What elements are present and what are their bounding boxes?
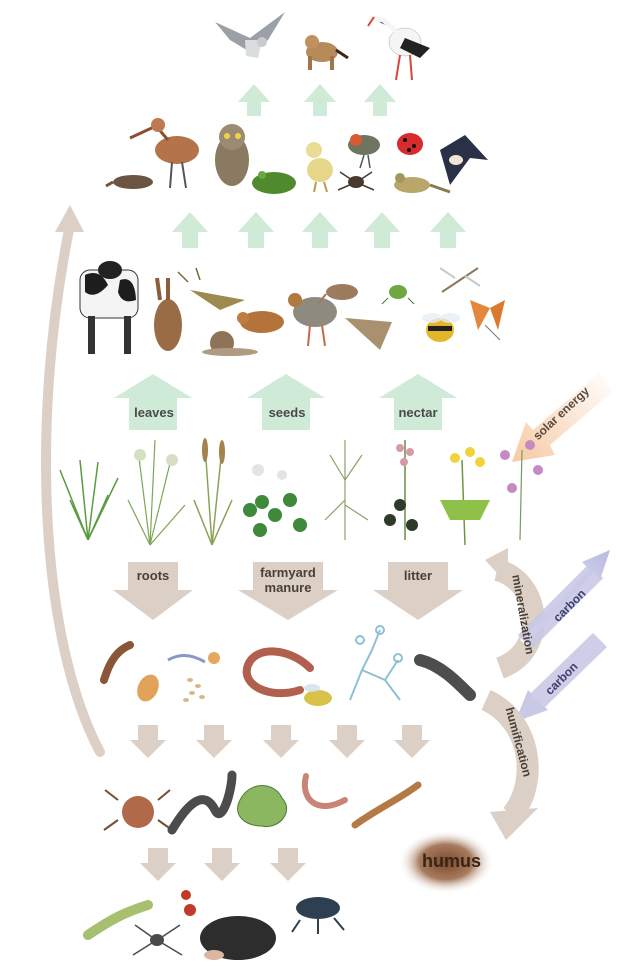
eggs-icon [183, 678, 205, 702]
big-green-arrows [114, 374, 457, 430]
roots-label: roots [131, 568, 175, 583]
shrew-icon [106, 175, 153, 189]
mite-icon [104, 790, 172, 830]
centipede-icon [355, 785, 418, 825]
ant-icon [181, 890, 196, 916]
wagtail-icon [394, 173, 450, 193]
earthworm-icon [247, 651, 310, 693]
soil-predators [88, 890, 344, 960]
aphid-icon [382, 285, 414, 304]
litter-label: litter [395, 568, 441, 583]
nectar-arrow [379, 374, 457, 430]
pot-worm-icon [305, 776, 345, 806]
chick-icon [306, 142, 333, 192]
millipede-icon [104, 645, 130, 680]
worm-icon [172, 775, 232, 830]
moth-icon [345, 318, 392, 350]
secondary-consumers [106, 118, 488, 194]
grass-icon [60, 460, 118, 540]
amoeba-icon [238, 786, 287, 827]
owl-icon [215, 124, 249, 186]
campion-icon [384, 440, 418, 540]
partridge-icon [288, 293, 337, 346]
shepherds-purse-icon [325, 440, 368, 540]
springtail-icon [133, 671, 163, 705]
protozoa-icon [208, 652, 220, 664]
stoat-icon [305, 35, 348, 70]
brown-arrows-row-2 [140, 848, 306, 881]
nematode-icon [168, 655, 205, 662]
hare-icon [154, 278, 182, 351]
manure-label: manure [258, 580, 318, 595]
centipede-green-icon [88, 905, 148, 935]
harrier-hawk-icon [215, 12, 285, 58]
meadow-grass-icon [128, 440, 185, 545]
butterfly-icon [470, 300, 505, 340]
vole-icon [237, 311, 284, 333]
cranefly-icon [440, 268, 480, 292]
frog-icon [252, 171, 296, 194]
buttercup-icon [440, 447, 490, 545]
decomposers-row-1 [104, 626, 470, 706]
seeds-label: seeds [264, 405, 310, 420]
clover-icon [243, 464, 307, 537]
seeds-arrow [247, 374, 325, 430]
foxtail-icon [194, 438, 232, 545]
brown-arrows-row-1 [130, 725, 430, 758]
beetle-icon [292, 897, 344, 934]
stork-icon [368, 17, 430, 80]
grasshopper-icon [178, 268, 245, 310]
leaves-label: leaves [131, 405, 177, 420]
green-arrows-row-2 [172, 212, 466, 248]
plants-row [60, 438, 543, 545]
leaves-arrow [114, 374, 192, 430]
farmyard-label: farmyard [258, 565, 318, 580]
green-arrows-row-1 [238, 84, 396, 116]
decomposers-row-2 [104, 775, 418, 830]
cow-icon [80, 261, 138, 354]
swallow-icon [440, 135, 488, 185]
spider-soil-icon [133, 925, 182, 955]
primary-consumers [80, 261, 505, 356]
ladybird-icon [397, 133, 423, 155]
spider-icon [338, 172, 374, 190]
top-predators [215, 12, 430, 80]
woodlouse-icon [420, 660, 470, 695]
mole-icon [200, 916, 276, 960]
fungi-icon [350, 626, 402, 700]
robin-icon [348, 134, 380, 168]
fly-larva-icon [304, 684, 332, 706]
humus-label: humus [422, 851, 481, 872]
snail-icon [202, 331, 258, 356]
nectar-label: nectar [394, 405, 442, 420]
bumblebee-icon [422, 313, 460, 342]
